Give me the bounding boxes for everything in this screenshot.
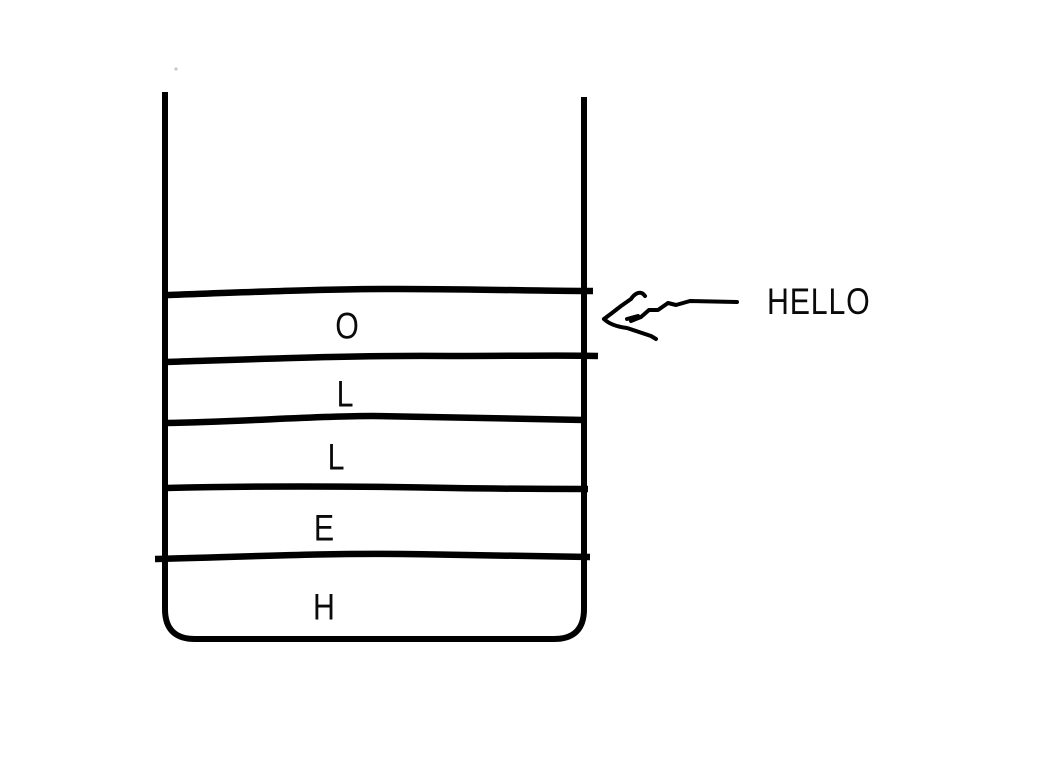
stack-divider-line-2 (165, 352, 599, 366)
stack-cell-letter-3: L (327, 436, 345, 478)
stack-cell-letter-4: E (313, 507, 335, 549)
stack-divider-line-5 (154, 550, 591, 563)
arrow-to-top-cell-icon (602, 290, 739, 341)
stack-container-outline (162, 92, 587, 642)
annotation-label: HELLO (767, 281, 871, 322)
stray-dot (174, 67, 178, 71)
stack-cell-letter-bottom: H (313, 586, 335, 628)
stack-divider-line-1 (165, 285, 594, 299)
stack-cell-letter-top: O (335, 305, 359, 347)
stack-divider-line-3 (165, 412, 585, 427)
stack-divider-line-4 (165, 483, 589, 493)
stack-cell-letter-2: L (336, 373, 354, 415)
